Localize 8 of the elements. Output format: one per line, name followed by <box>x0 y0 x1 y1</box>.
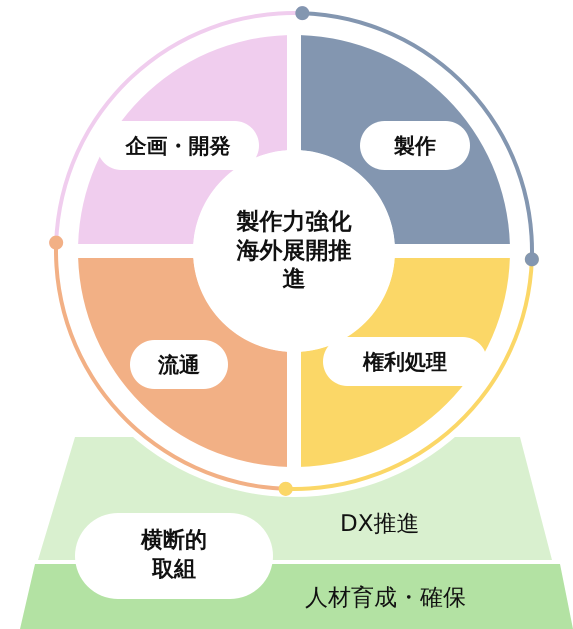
segment-label: 製作 <box>360 121 470 170</box>
center-label: 製作力強化海外展開推進 <box>235 208 352 294</box>
cross-section-label: 横断的取組 <box>75 513 273 599</box>
segment-label: 企画・開発 <box>97 121 259 170</box>
segment-label: 権利処理 <box>323 337 487 386</box>
band-label: DX推進 <box>340 510 420 539</box>
band-label: 人材育成・確保 <box>305 584 466 613</box>
segment-label: 流通 <box>130 340 228 389</box>
